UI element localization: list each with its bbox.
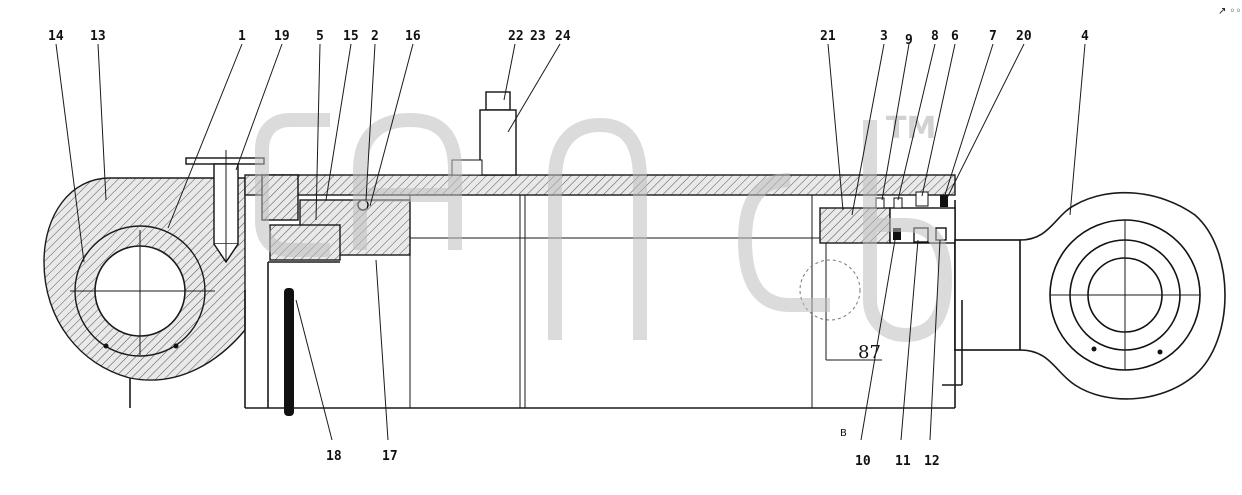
part-label-10: 10 <box>855 454 871 469</box>
part-label-17: 17 <box>382 449 398 464</box>
left-mounting-eye <box>43 177 246 408</box>
part-label-22: 22 <box>508 29 524 44</box>
part-label-4: 4 <box>1081 29 1089 44</box>
part-label-11: 11 <box>895 454 911 469</box>
section-mark-b: B <box>840 428 847 439</box>
part-label-14: 14 <box>48 29 64 44</box>
part-label-16: 16 <box>405 29 421 44</box>
part-label-15: 15 <box>343 29 359 44</box>
part-label-9: 9 <box>905 33 913 48</box>
hydraulic-port <box>451 91 517 176</box>
part-label-2: 2 <box>371 29 379 44</box>
piston-rod <box>942 239 1021 386</box>
right-mounting-eye <box>1019 191 1226 400</box>
cylinder-head <box>799 191 956 361</box>
part-label-18: 18 <box>326 449 342 464</box>
watermark: TM <box>255 111 953 343</box>
part-label-8: 8 <box>931 29 939 44</box>
part-label-23: 23 <box>530 29 546 44</box>
part-label-13: 13 <box>90 29 106 44</box>
watermark-tm: TM <box>886 111 936 146</box>
part-label-7: 7 <box>989 29 997 44</box>
drain-hose <box>284 288 294 416</box>
part-label-21: 21 <box>820 29 836 44</box>
part-label-1: 1 <box>238 29 246 44</box>
corner-mark: ↗ ◦◦◦ <box>1218 6 1242 17</box>
part-label-6: 6 <box>951 29 959 44</box>
part-label-20: 20 <box>1016 29 1032 44</box>
part-label-24: 24 <box>555 29 571 44</box>
part-label-3: 3 <box>880 29 888 44</box>
part-label-5: 5 <box>316 29 324 44</box>
leader-lines <box>55 43 1086 441</box>
part-label-19: 19 <box>274 29 290 44</box>
part-label-12: 12 <box>924 454 940 469</box>
